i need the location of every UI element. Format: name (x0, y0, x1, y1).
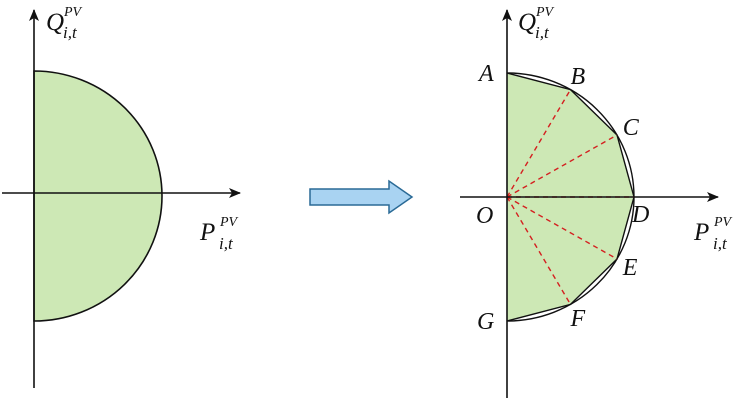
right-y-axis-label: Q PV i,t (518, 3, 557, 42)
point-label-d: D (631, 202, 649, 228)
right-x-axis-label: P PV i,t (693, 213, 735, 253)
left-x-axis-label: P PV i,t (199, 213, 241, 253)
point-label-c: C (623, 115, 640, 141)
dashed-radius-c (506, 134, 618, 198)
right-arrow-icon (309, 179, 414, 215)
origin-label: O (476, 203, 493, 229)
point-labels: A B C D E F G (477, 61, 649, 335)
point-label-f: F (570, 306, 586, 332)
point-label-a: A (477, 61, 494, 87)
left-semicircle-region (33, 70, 163, 322)
dashed-radius-b (506, 89, 572, 198)
left-y-axis-label: Q PV i,t (46, 3, 85, 42)
point-label-g: G (477, 309, 494, 335)
right-panel: Q PV i,t P PV i,t O A B C D E F G (460, 3, 735, 398)
left-panel: Q PV i,t P PV i,t (2, 3, 241, 388)
point-label-e: E (622, 255, 638, 281)
dashed-radius-f (506, 196, 572, 305)
point-label-b: B (571, 64, 586, 90)
dashed-radius-e (506, 196, 618, 260)
